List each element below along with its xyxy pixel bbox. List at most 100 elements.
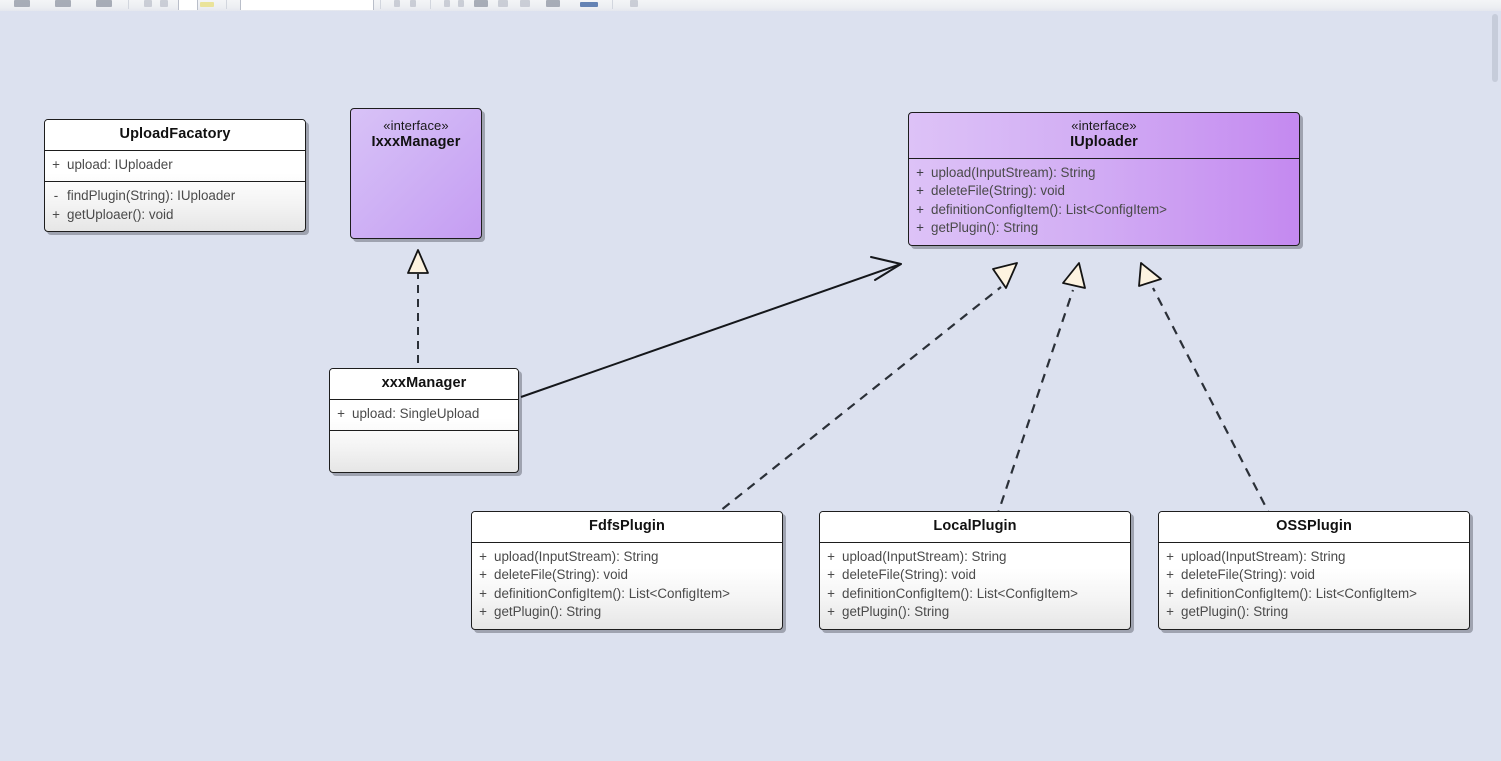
realization-line-localplugin [994,289,1075,520]
method-row: + deleteFile(String): void [909,182,1299,201]
method-row: + definitionConfigItem(): List<ConfigIte… [1159,585,1469,604]
visibility-marker: + [1166,567,1174,583]
class-title-xxxmanager: xxxManager [330,369,518,400]
class-title-uploadfacatory: UploadFacatory [45,120,305,151]
realization-line-fdfsplugin [709,286,1002,520]
visibility-marker: + [827,604,835,620]
stereotype-label: «interface» [383,118,449,133]
hollow-triangle-arrowhead-ixxxmanager [407,249,429,274]
member-signature: definitionConfigItem(): List<ConfigItem> [494,585,730,601]
realization-line-ossplugin [1152,287,1273,520]
member-signature: upload: IUploader [67,156,173,172]
class-box-ossplugin[interactable]: OSSPlugin + upload(InputStream): String … [1158,511,1470,631]
member-signature: getPlugin(): String [494,604,602,620]
interface-title-iuploader: «interface» IUploader [909,113,1299,159]
highlight-icon[interactable] [200,2,214,7]
visibility-marker: + [827,585,835,601]
vertical-scrollbar-thumb[interactable] [1492,14,1498,82]
association-line-iuploader [520,263,902,398]
diagram-canvas[interactable]: UploadFacatory + upload: IUploader - fin… [0,11,1501,761]
visibility-marker: + [1166,548,1174,564]
toolbar-combo-field[interactable] [240,0,374,10]
visibility-marker: + [479,548,487,564]
toolbar-icon-5[interactable] [160,0,168,7]
hollow-triangle-arrowhead-localplugin [1062,262,1086,289]
relation-xxxmanager-realizes-ixxxmanager [407,249,429,377]
toolbar-icon-11[interactable] [498,0,508,7]
visibility-marker: + [479,585,487,601]
toolbar-separator-1 [128,0,129,9]
visibility-marker: + [827,567,835,583]
relation-ossplugin-realizes-iuploader [1138,262,1273,520]
toolbar-icon-7[interactable] [410,0,416,7]
visibility-marker: + [916,183,924,199]
visibility-marker: + [916,220,924,236]
toolbar-icon-10[interactable] [474,0,488,7]
relation-fdfsplugin-realizes-iuploader [709,262,1018,520]
method-row: + getPlugin(): String [472,603,782,622]
methods-compartment-uploadfacatory: - findPlugin(String): IUploader + getUpl… [45,182,305,231]
method-row: + deleteFile(String): void [472,566,782,585]
method-row: + upload(InputStream): String [909,164,1299,183]
member-signature: definitionConfigItem(): List<ConfigItem> [931,201,1167,217]
member-signature: definitionConfigItem(): List<ConfigItem> [842,585,1078,601]
hollow-triangle-arrowhead-ossplugin [1138,262,1162,287]
class-title-fdfsplugin: FdfsPlugin [472,512,782,543]
member-signature: upload: SingleUpload [352,405,480,421]
methods-compartment-localplugin: + upload(InputStream): String + deleteFi… [820,543,1130,629]
toolbar-icon-3[interactable] [96,0,112,7]
toolbar-icon-6[interactable] [394,0,400,7]
toolbar-icon-14[interactable] [580,2,598,7]
class-box-xxxmanager[interactable]: xxxManager + upload: SingleUpload [329,368,519,473]
toolbar-icon-13[interactable] [546,0,560,7]
member-signature: upload(InputStream): String [1181,548,1346,564]
class-box-fdfsplugin[interactable]: FdfsPlugin + upload(InputStream): String… [471,511,783,631]
interface-title-ixxxmanager: «interface» IxxxManager [351,109,481,158]
toolbar-icon-15[interactable] [630,0,638,7]
member-signature: findPlugin(String): IUploader [67,188,236,204]
method-row: + upload(InputStream): String [820,548,1130,567]
member-signature: upload(InputStream): String [842,548,1007,564]
toolbar-icon-4[interactable] [144,0,152,7]
toolbar-icon-1[interactable] [14,0,30,7]
methods-compartment-xxxmanager [330,431,518,471]
attributes-compartment-uploadfacatory: + upload: IUploader [45,151,305,183]
toolbar-icon-9[interactable] [458,0,464,7]
relation-localplugin-realizes-iuploader [994,262,1086,520]
toolbar-separator-5 [612,0,613,9]
attribute-row: + upload: IUploader [45,156,305,175]
attribute-row: + upload: SingleUpload [330,405,518,424]
visibility-marker: + [337,405,345,421]
stereotype-label: «interface» [1071,118,1137,133]
hollow-triangle-arrowhead-fdfsplugin [992,262,1018,289]
member-signature: deleteFile(String): void [931,183,1065,199]
open-arrowhead-iuploader [870,256,902,281]
class-title-ossplugin: OSSPlugin [1159,512,1469,543]
toolbar-icon-8[interactable] [444,0,450,7]
method-row: + getPlugin(): String [1159,603,1469,622]
method-row: + deleteFile(String): void [820,566,1130,585]
visibility-marker: + [827,548,835,564]
visibility-marker: + [52,156,60,172]
interface-name-label: IUploader [1070,133,1138,150]
attributes-compartment-xxxmanager: + upload: SingleUpload [330,400,518,432]
methods-compartment-ossplugin: + upload(InputStream): String + deleteFi… [1159,543,1469,629]
visibility-marker: + [1166,585,1174,601]
class-title-localplugin: LocalPlugin [820,512,1130,543]
toolbar-icon-2[interactable] [55,0,71,7]
method-row: + upload(InputStream): String [1159,548,1469,567]
member-signature: definitionConfigItem(): List<ConfigItem> [1181,585,1417,601]
vertical-scrollbar-track[interactable] [1492,11,1501,761]
method-row: + getPlugin(): String [820,603,1130,622]
interface-box-ixxxmanager[interactable]: «interface» IxxxManager [350,108,482,239]
toolbar-separator-4 [430,0,431,9]
relation-xxxmanager-uses-iuploader [520,256,902,398]
methods-compartment-fdfsplugin: + upload(InputStream): String + deleteFi… [472,543,782,629]
class-box-localplugin[interactable]: LocalPlugin + upload(InputStream): Strin… [819,511,1131,631]
interface-box-iuploader[interactable]: «interface» IUploader + upload(InputStre… [908,112,1300,246]
toolbar-small-field[interactable] [178,0,198,10]
class-box-uploadfacatory[interactable]: UploadFacatory + upload: IUploader - fin… [44,119,306,233]
toolbar-icon-12[interactable] [520,0,530,7]
member-signature: deleteFile(String): void [1181,567,1315,583]
visibility-marker: + [479,567,487,583]
